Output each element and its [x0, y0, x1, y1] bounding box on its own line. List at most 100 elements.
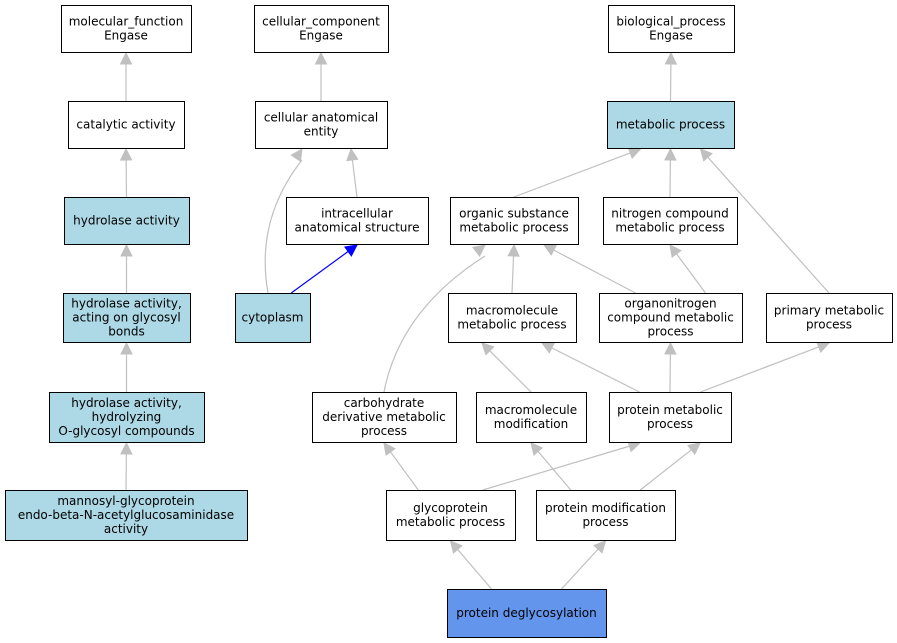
node-hydrolase-activity[interactable]: hydrolase activity — [64, 197, 190, 245]
node-box — [450, 197, 579, 245]
edge-cytoplasm-to-intracellular_structure — [290, 244, 358, 294]
arrowhead-icon — [669, 244, 682, 258]
node-mannosyl[interactable]: mannosyl-glycoproteinendo-beta-N-acetylg… — [5, 490, 248, 541]
edge-cellular_anatomical_entity-to-cellular_component — [314, 51, 328, 101]
node-label: hydrolase activity — [73, 214, 180, 228]
node-label: anatomical structure — [295, 221, 420, 235]
node-label: macromolecule — [485, 403, 577, 417]
node-label: mannosyl-glycoprotein — [57, 494, 194, 508]
node-box — [603, 197, 738, 245]
edge-line — [706, 156, 830, 294]
edge-hydrolase_activity-to-catalytic_activity — [119, 147, 133, 198]
node-label: Engase — [104, 29, 148, 43]
node-label: protein metabolic — [617, 403, 723, 417]
node-label: Engase — [299, 29, 343, 43]
node-box — [49, 392, 205, 443]
node-protein-deglycosylation[interactable]: protein deglycosylation — [447, 589, 607, 638]
edge-line — [482, 445, 631, 491]
node-metabolic-process[interactable]: metabolic process — [607, 101, 735, 149]
node-box — [766, 293, 893, 343]
edge-line — [511, 254, 515, 294]
edge-line — [550, 346, 640, 393]
edge-line — [536, 450, 572, 491]
node-label: cellular anatomical — [264, 111, 378, 125]
node-box — [64, 197, 190, 245]
node-label: process — [361, 424, 407, 438]
node-label: modification — [494, 417, 568, 431]
arrowhead-icon — [120, 243, 133, 257]
node-box — [447, 589, 607, 638]
arrowhead-icon — [290, 148, 303, 163]
node-label: carbohydrate — [344, 396, 425, 410]
node-box — [599, 293, 743, 343]
node-box — [536, 490, 676, 541]
node-label: hydrolyzing — [92, 410, 162, 424]
node-label: cytoplasm — [242, 311, 304, 325]
arrowhead-icon — [664, 147, 677, 161]
edge-line — [383, 255, 486, 393]
edge-line — [351, 158, 358, 198]
arrowhead-icon — [449, 540, 463, 554]
node-box — [254, 5, 389, 53]
edge-primary_metabolic-to-metabolic_process — [699, 148, 830, 294]
edge-catalytic_activity-to-molecular_function — [119, 51, 133, 101]
edge-mannosyl-to-hydrolase_oglycosyl — [120, 441, 133, 491]
node-catalytic-activity[interactable]: catalytic activity — [68, 101, 185, 149]
edge-hydrolase_glycosyl-to-hydrolase_activity — [120, 243, 133, 293]
arrowhead-icon — [314, 51, 328, 65]
node-box — [607, 101, 735, 149]
node-box — [235, 293, 311, 343]
node-box — [68, 101, 185, 149]
arrowhead-icon — [481, 342, 495, 356]
node-label: protein modification — [545, 501, 666, 515]
node-label: metabolic process — [459, 221, 568, 235]
node-label: Engase — [649, 29, 693, 43]
edge-line — [561, 547, 600, 590]
edge-intracellular_structure-to-cellular_anatomical_entity — [346, 147, 359, 198]
edge-organonitrogen-to-nitrogen_compound — [669, 244, 706, 294]
edge-protein_metabolic-to-organonitrogen — [664, 341, 677, 393]
node-label: hydrolase activity, — [71, 297, 182, 311]
node-box — [286, 197, 429, 245]
node-label: metabolic process — [616, 118, 725, 132]
node-label: entity — [304, 125, 339, 139]
edge-protein_modification-to-macromolecule_modification — [530, 442, 572, 491]
edge-line — [675, 252, 706, 294]
arrowhead-icon — [120, 441, 133, 455]
node-label: compound metabolic — [607, 311, 734, 325]
edge-macromolecule_modification-to-macromolecule_metabolic — [481, 342, 532, 393]
node-hydrolase-glycosyl[interactable]: hydrolase activity,acting on glycosylbon… — [63, 293, 191, 343]
edge-nitrogen_compound-to-metabolic_process — [664, 147, 677, 198]
arrowhead-icon — [120, 341, 133, 355]
node-hydrolase-oglycosyl[interactable]: hydrolase activity,hydrolyzingO-glycosyl… — [49, 392, 205, 443]
node-label: protein deglycosylation — [456, 606, 597, 620]
edge-organonitrogen-to-organic_substance — [543, 244, 636, 294]
node-cytoplasm[interactable]: cytoplasm — [235, 293, 311, 343]
arrowhead-icon — [383, 442, 396, 457]
node-label: metabolic process — [457, 318, 566, 332]
node-label: molecular_function — [69, 15, 184, 29]
node-label: process — [647, 325, 693, 339]
arrowhead-icon — [119, 147, 133, 161]
edge-macromolecule_metabolic-to-organic_substance — [507, 243, 520, 294]
node-label: macromolecule — [466, 304, 558, 318]
arrowhead-icon — [343, 244, 358, 257]
edge-organic_substance-to-metabolic_process — [513, 147, 642, 198]
